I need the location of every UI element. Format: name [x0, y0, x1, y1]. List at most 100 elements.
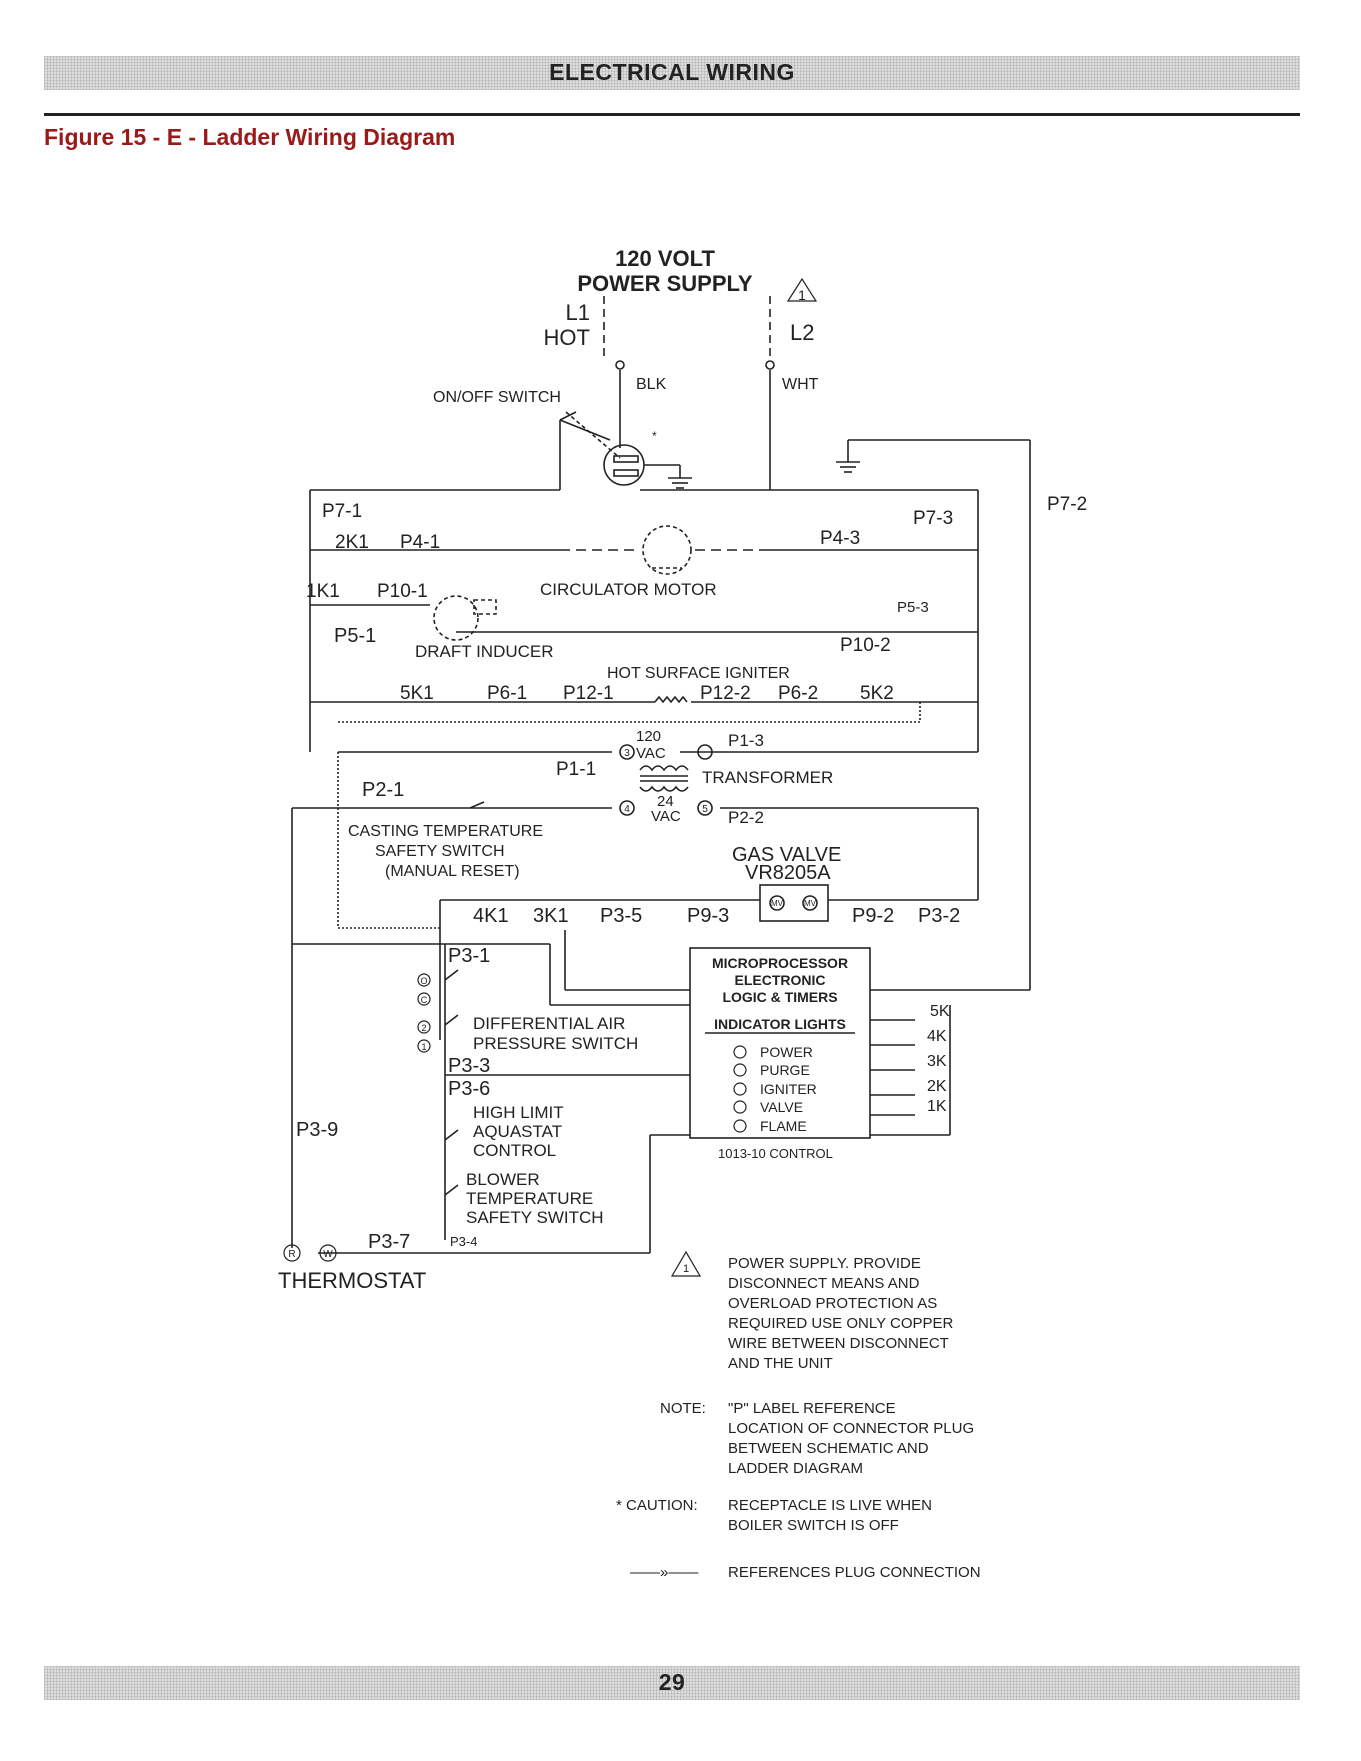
- control-line1: MICROPROCESSOR: [712, 955, 848, 971]
- power-note-line: OVERLOAD PROTECTION AS: [728, 1295, 938, 1312]
- footer-band: 29: [44, 1666, 1300, 1700]
- relay-5k: 5K: [930, 1003, 950, 1020]
- control-line2: ELECTRONIC: [735, 972, 826, 988]
- plug-p7-1: P7-1: [322, 501, 362, 522]
- plug-p2-2: P2-2: [728, 808, 764, 827]
- circulator-label: CIRCULATOR MOTOR: [540, 580, 717, 599]
- plug-p10-1: P10-1: [377, 581, 428, 602]
- power-note-line: REQUIRED USE ONLY COPPER: [728, 1315, 954, 1332]
- power-note-line: AND THE UNIT: [728, 1355, 833, 1372]
- note-line: LOCATION OF CONNECTOR PLUG: [728, 1420, 975, 1437]
- vac-label: VAC: [636, 745, 666, 762]
- igniter-label: HOT SURFACE IGNITER: [607, 665, 790, 682]
- caution-line: BOILER SWITCH IS OFF: [728, 1517, 899, 1534]
- on-off-switch-label: ON/OFF SWITCH: [433, 389, 561, 406]
- plug-p7-3: P7-3: [913, 508, 953, 529]
- caution-asterisk: *: [652, 429, 657, 443]
- control-model: 1013-10 CONTROL: [718, 1146, 833, 1161]
- plug-p3-3: P3-3: [448, 1055, 490, 1077]
- casting-line3: (MANUAL RESET): [385, 863, 520, 880]
- relay-5k2: 5K2: [860, 683, 894, 704]
- indicator-title: INDICATOR LIGHTS: [714, 1016, 846, 1032]
- l2-label: L2: [790, 320, 814, 345]
- diff-term-o: O: [420, 976, 427, 986]
- high-limit-line3: CONTROL: [473, 1141, 556, 1160]
- vac2-label: VAC: [651, 808, 681, 825]
- light-flame: FLAME: [760, 1118, 807, 1134]
- power-note-line: WIRE BETWEEN DISCONNECT: [728, 1335, 949, 1352]
- l1-label: L1: [566, 300, 590, 325]
- power-note: POWER SUPPLY. PROVIDE DISCONNECT MEANS A…: [728, 1254, 953, 1374]
- plug-reference-note: "P" LABEL REFERENCE LOCATION OF CONNECTO…: [728, 1399, 974, 1479]
- diff-term-2: 2: [421, 1023, 426, 1033]
- draft-inducer-label: DRAFT INDUCER: [415, 642, 554, 661]
- light-purge: PURGE: [760, 1062, 810, 1078]
- plug-p3-7: P3-7: [368, 1231, 410, 1253]
- plug-p3-4: P3-4: [450, 1234, 477, 1249]
- plug-p12-1: P12-1: [563, 683, 614, 704]
- diff-air-line1: DIFFERENTIAL AIR: [473, 1014, 625, 1033]
- v120-label: 120: [636, 728, 661, 745]
- plug-p3-6: P3-6: [448, 1078, 490, 1100]
- plug-p3-5: P3-5: [600, 905, 642, 927]
- gas-valve-line2: VR8205A: [745, 862, 831, 884]
- terminal-4: 4: [624, 804, 630, 815]
- relay-2k: 2K: [927, 1078, 947, 1095]
- gas-valve-line1: GAS VALVE: [732, 844, 841, 866]
- power-line2: POWER SUPPLY: [577, 271, 753, 296]
- high-limit-line2: AQUASTAT: [473, 1122, 562, 1141]
- light-valve: VALVE: [760, 1099, 803, 1115]
- relay-2k1: 2K1: [335, 532, 369, 553]
- section-title: ELECTRICAL WIRING: [549, 59, 795, 85]
- plug-p1-1: P1-1: [556, 759, 596, 780]
- casting-line1: CASTING TEMPERATURE: [348, 823, 543, 840]
- relay-1k1: 1K1: [306, 581, 340, 602]
- plug-p4-3: P4-3: [820, 528, 860, 549]
- hot-label: HOT: [544, 325, 590, 350]
- control-line3: LOGIC & TIMERS: [722, 989, 837, 1005]
- note-label: NOTE:: [660, 1400, 706, 1417]
- relay-3k: 3K: [927, 1053, 947, 1070]
- thermostat-w: W: [323, 1249, 333, 1260]
- plug-p10-2: P10-2: [840, 635, 891, 656]
- plug-p5-1: P5-1: [334, 625, 376, 647]
- plug-p6-1: P6-1: [487, 683, 527, 704]
- plug-p3-9: P3-9: [296, 1119, 338, 1141]
- blower-line1: BLOWER: [466, 1170, 540, 1189]
- diff-air-line2: PRESSURE SWITCH: [473, 1034, 638, 1053]
- mv1-label: MV: [771, 899, 784, 908]
- blk-label: BLK: [636, 376, 667, 393]
- caution-note: RECEPTACLE IS LIVE WHEN BOILER SWITCH IS…: [728, 1496, 932, 1536]
- plug-p4-1: P4-1: [400, 532, 440, 553]
- plug-p2-1: P2-1: [362, 779, 404, 801]
- power-note-line: POWER SUPPLY. PROVIDE: [728, 1255, 921, 1272]
- plug-p12-2: P12-2: [700, 683, 751, 704]
- plug-p1-3: P1-3: [728, 731, 764, 750]
- plug-p6-2: P6-2: [778, 683, 818, 704]
- relay-1k: 1K: [927, 1098, 947, 1115]
- caution-label: * CAUTION:: [616, 1497, 698, 1514]
- relay-4k: 4K: [927, 1028, 947, 1045]
- plug-p3-1: P3-1: [448, 945, 490, 967]
- terminal-5: 5: [702, 804, 708, 815]
- v24-label: 24: [657, 793, 674, 810]
- relay-4k1: 4K1: [473, 905, 509, 927]
- header-band: ELECTRICAL WIRING: [44, 56, 1300, 90]
- transformer-label: TRANSFORMER: [702, 768, 833, 787]
- blower-line2: TEMPERATURE: [466, 1189, 593, 1208]
- thermostat-label: THERMOSTAT: [278, 1268, 426, 1293]
- warning-mark: 1: [798, 287, 806, 303]
- note-line: BETWEEN SCHEMATIC AND: [728, 1440, 929, 1457]
- casting-line2: SAFETY SWITCH: [375, 843, 505, 860]
- note-line: LADDER DIAGRAM: [728, 1460, 864, 1477]
- labels: 120 VOLT POWER SUPPLY L1 HOT L2 1 BLK WH…: [278, 246, 1087, 1293]
- light-igniter: IGNITER: [760, 1081, 817, 1097]
- header-rule: [44, 113, 1300, 116]
- diff-term-c: C: [421, 995, 428, 1005]
- note-warning-mark: 1: [683, 1263, 689, 1275]
- page-number: 29: [658, 1669, 686, 1695]
- wht-label: WHT: [782, 376, 819, 393]
- mv2-label: MV: [804, 899, 817, 908]
- diff-term-1: 1: [421, 1042, 426, 1052]
